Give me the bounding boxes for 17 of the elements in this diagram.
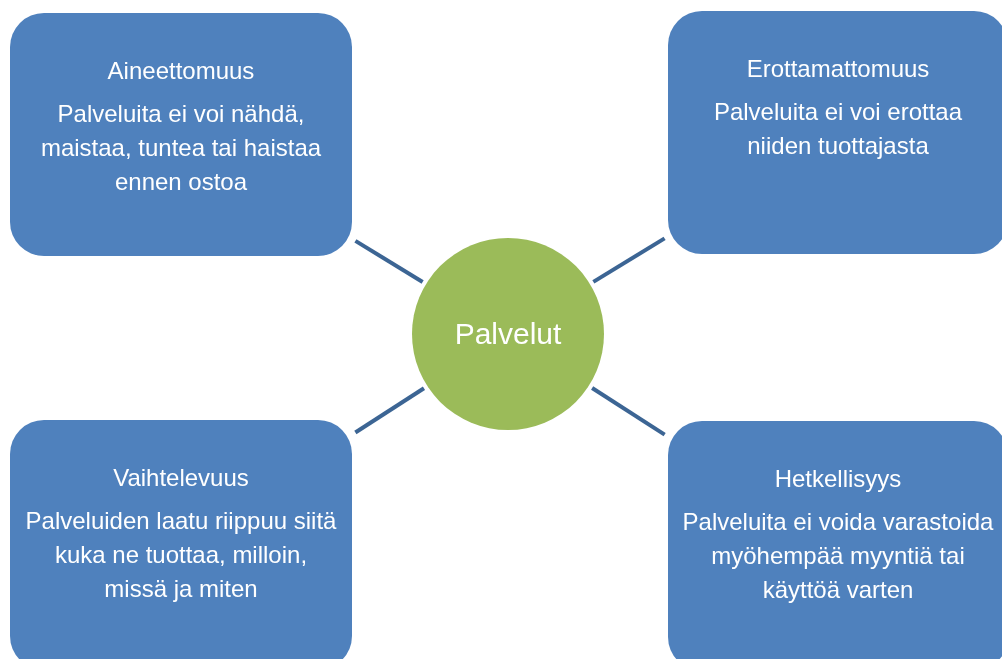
box-heading: Hetkellisyys [774, 465, 902, 493]
feature-box [10, 420, 352, 659]
box-description: Palveluita ei voi erottaa niiden tuottajasta [712, 97, 964, 161]
feature-box [668, 421, 1002, 659]
connector-line [354, 239, 424, 284]
connector-line [592, 236, 666, 284]
box-heading: Vaihtelevuus [113, 464, 249, 492]
box-description: Palveluita ei voi nähdä, maistaa, tuntea tai haistaa ennen ostoa [39, 99, 323, 197]
feature-box [10, 13, 352, 256]
connector-line [354, 386, 426, 435]
box-heading: Erottamattomuus [746, 55, 930, 83]
box-description: Palveluiden laatu riippuu siitä kuka ne tuottaa, milloin, missä ja miten [24, 506, 338, 604]
connector-line [591, 386, 666, 437]
box-heading: Aineettomuus [107, 57, 255, 85]
circle-label: Palvelut [454, 317, 562, 351]
box-description: Palveluita ei voida varastoida myöhempää myyntiä tai käyttöä varten [682, 507, 994, 605]
feature-box [668, 11, 1002, 254]
